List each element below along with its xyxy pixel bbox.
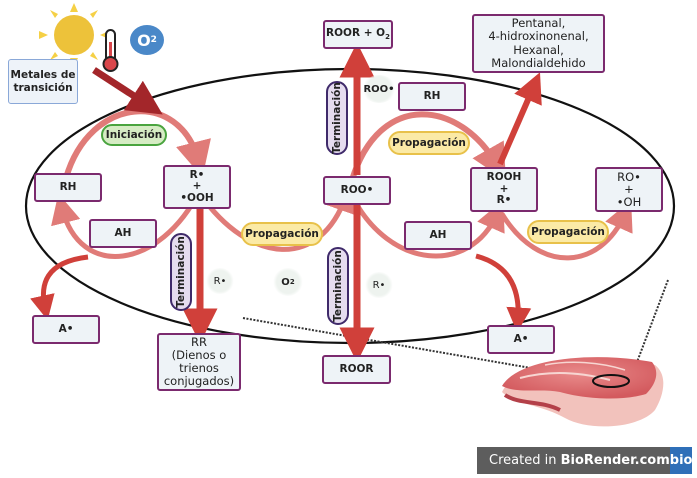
propagation-pill-3: Propagación [527,220,609,244]
r-radical-float-1-label: R• [213,275,227,287]
r-radical-float-2-label: R• [372,279,386,291]
roor-o2-box: ROOR + O2 [323,20,393,49]
transition-metals-box: Metales de transición [8,59,78,104]
propagation-arc-1 [197,181,356,252]
sun-icon [39,3,109,67]
antioxidant-arrow-left [30,254,89,321]
rh-box-mid: RH [398,82,466,111]
aldehyde-arrow [497,72,542,166]
thermometer-icon [102,29,119,72]
ro-oh-line-2: + [624,182,634,197]
roor-o2-label: ROOR + O2 [326,27,390,41]
roo-radical-float: ROO• [362,75,396,103]
propagation-arc-2 [349,111,506,181]
roo-radical-float-label: ROO• [363,83,395,95]
initiation-pill: Iniciación [101,124,167,146]
rooh-line-1: ROOH [486,171,522,184]
transition-metals-label: Metales de transición [10,68,76,94]
termination-pill-2: Terminación [326,81,348,155]
r-ooh-line-3: •OOH [180,191,214,204]
ah-box-right: AH [404,221,472,250]
a-radical-left-label: A• [58,323,74,336]
oxygen-label: O [137,30,151,50]
regeneration-arc-left [51,188,203,259]
termination-label-2: Terminación [331,82,343,154]
termination-pill-3: Terminación [327,247,349,325]
a-radical-box-left: A• [32,315,100,344]
oxygen-subscript: 2 [150,35,157,45]
roor-label: ROOR [339,363,374,376]
aldehydes-label: Pentanal, 4-hidroxinonenal, Hexanal, Mal… [488,16,589,70]
ro-oh-line-3: •OH [616,194,642,209]
a-radical-box-right: A• [487,325,555,354]
meat-steak-icon [502,357,664,427]
rh-box-left: RH [34,173,102,202]
ah-right-label: AH [429,229,447,242]
propagation-pill-1: Propagación [241,222,323,246]
termination-label-3: Terminación [332,250,344,322]
rh-mid-label: RH [423,90,441,103]
r-ooh-line-2: + [192,180,202,193]
r-radical-float-2: R• [365,272,393,298]
aldehydes-box: Pentanal, 4-hidroxinonenal, Hexanal, Mal… [472,14,605,73]
propagation-label-3: Propagación [531,226,605,238]
ah-box-left: AH [89,219,157,248]
roo-box: ROO• [323,176,391,205]
roor-box: ROOR [322,355,391,384]
oxygen-float-label: O [281,276,290,288]
ro-oh-box: RO• + •OH [595,167,663,212]
watermark-brand: BioRender.com [560,453,670,468]
biorender-watermark[interactable]: Created in BioRender.com bio [477,447,693,474]
ro-oh-line-1: RO• [617,170,641,185]
r-radical-float-1: R• [206,268,234,294]
rooh-box: ROOH + R• [470,167,538,212]
meat-sample-ring [592,374,630,388]
roor-o2-prefix: ROOR + O [326,27,386,40]
input-arrow [92,67,163,115]
propagation-label-1: Propagación [245,228,319,240]
reaction-boundary-ellipse [24,67,676,345]
ah-left-label: AH [114,227,132,240]
biorender-logo-icon: bio [669,447,693,474]
a-radical-right-label: A• [513,333,529,346]
initiation-label: Iniciación [105,129,163,141]
rr-products-label: RR (Dienos o trienos conjugados) [163,334,235,389]
rh-left-label: RH [59,181,77,194]
propagation-label-2: Propagación [392,137,466,149]
antioxidant-arrow-right [475,253,532,333]
r-ooh-box: R• + •OOH [163,165,231,209]
r-ooh-line-1: R• [189,168,205,181]
termination-label-1: Terminación [175,236,187,308]
regeneration-arc-right [349,194,505,259]
propagation-arc-3 [499,200,633,261]
watermark-text: Created in BioRender.com [477,453,670,468]
rooh-line-3: R• [496,194,512,207]
termination-pill-1: Terminación [170,233,192,311]
rr-products-box: RR (Dienos o trienos conjugados) [157,333,241,391]
rooh-line-2: + [499,182,509,195]
oxygen-float-sub: 2 [289,278,295,286]
roor-o2-sub: 2 [385,33,390,42]
roo-label: ROO• [340,184,374,197]
watermark-prefix: Created in [489,453,561,468]
propagation-pill-2: Propagación [388,131,470,155]
